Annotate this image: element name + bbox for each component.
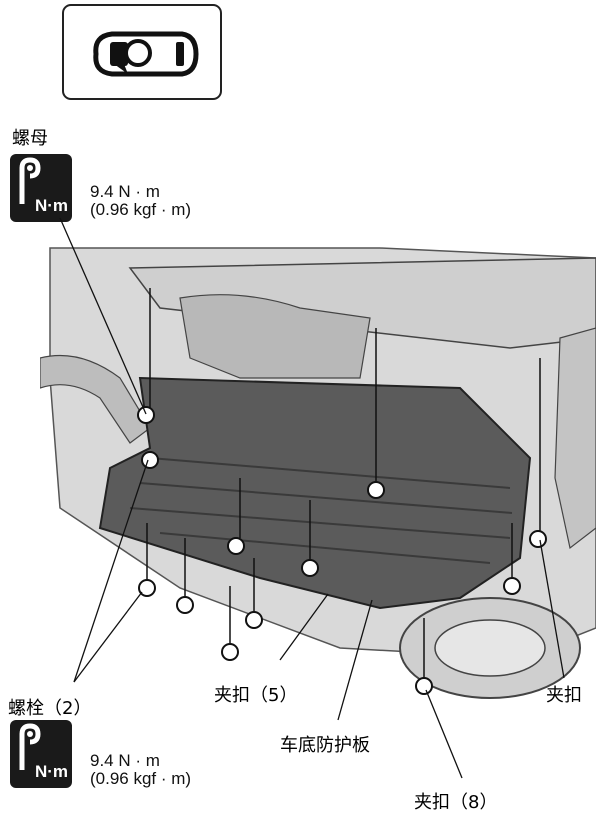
torque-value-top: 9.4 N · m (0.96 kgf · m) bbox=[90, 183, 191, 219]
torque-icon-top: N·m bbox=[10, 154, 72, 222]
label-clip-5: 夹扣（5） bbox=[214, 685, 298, 706]
torque-kgf-top: (0.96 kgf · m) bbox=[90, 200, 192, 219]
torque-wrench-icon bbox=[19, 157, 41, 204]
undercover-illustration bbox=[40, 247, 596, 699]
torque-icon-text: N·m bbox=[34, 196, 68, 215]
label-clip-8: 夹扣（8） bbox=[414, 792, 498, 813]
label-nut: 螺母 bbox=[12, 128, 48, 149]
torque-kgf-bottom: (0.96 kgf · m) bbox=[90, 769, 192, 788]
torque-nm-top: 9.4 N · m bbox=[90, 182, 160, 201]
torque-icon-text: N·m bbox=[34, 762, 68, 781]
torque-nm-bottom: 9.4 N · m bbox=[90, 751, 160, 770]
frame-rail bbox=[128, 257, 596, 349]
label-undercover: 车底防护板 bbox=[280, 735, 370, 756]
torque-value-bottom: 9.4 N · m (0.96 kgf · m) bbox=[90, 752, 191, 788]
vehicle-locator-icon bbox=[93, 31, 199, 77]
torque-wrench-icon bbox=[19, 723, 41, 770]
vehicle-locator-box bbox=[62, 4, 222, 100]
undercover-panel bbox=[98, 376, 532, 610]
label-clip-right: 夹扣 bbox=[546, 685, 582, 706]
label-bolt: 螺栓（2） bbox=[8, 698, 92, 719]
torque-icon-bottom: N·m bbox=[10, 720, 72, 788]
